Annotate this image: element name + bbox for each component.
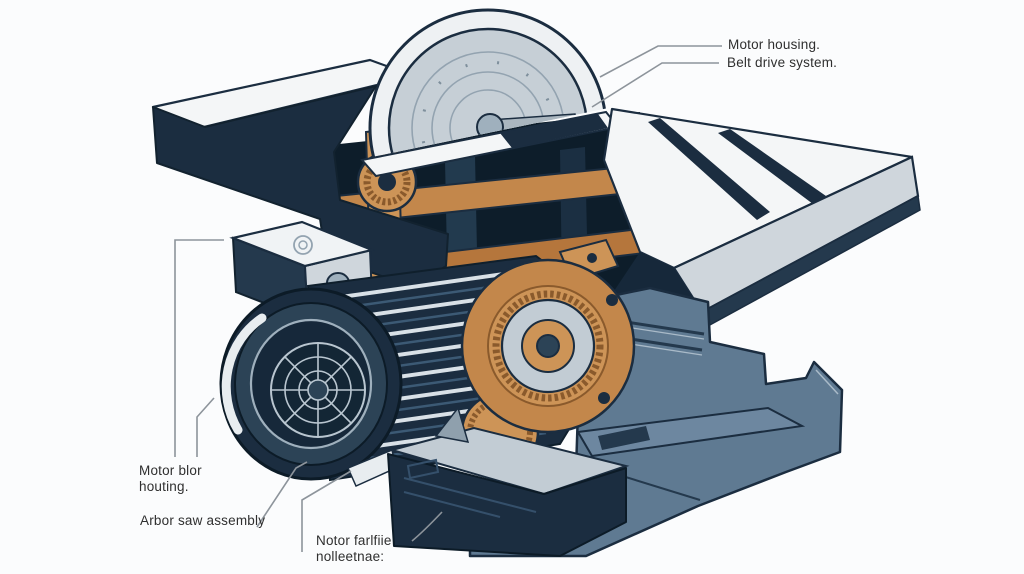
leader-arbor-assembly	[256, 461, 308, 528]
label-belt-drive: Belt drive system.	[727, 55, 838, 70]
riving-bracket	[434, 406, 470, 443]
motor-cooling-fins	[333, 266, 547, 465]
leader-lines	[174, 45, 722, 552]
leader-motor-fan	[196, 397, 215, 457]
leader-belt-drive	[591, 62, 719, 108]
motor-mount	[347, 406, 630, 557]
label-motor-housing: Motor housing.	[728, 37, 821, 52]
table-top	[360, 107, 921, 362]
table-apron	[152, 85, 449, 288]
leader-notor-right	[411, 511, 443, 542]
motor-fan-grille	[270, 342, 366, 438]
throat-plate-slot	[500, 114, 608, 148]
label-notor-farlfiie: Notor farlfiie nolleetnae:	[316, 533, 392, 565]
label-motor-blor: Motor blor houting.	[139, 463, 202, 495]
leader-notor-left	[301, 470, 352, 552]
leader-motor-housing	[599, 45, 722, 78]
leader-junction-box	[174, 239, 224, 457]
arbor-pulley-assembly	[460, 238, 636, 472]
label-arbor-saw: Arbor saw assembly	[140, 513, 266, 528]
miter-slot	[718, 129, 826, 204]
miter-slot	[648, 118, 770, 220]
